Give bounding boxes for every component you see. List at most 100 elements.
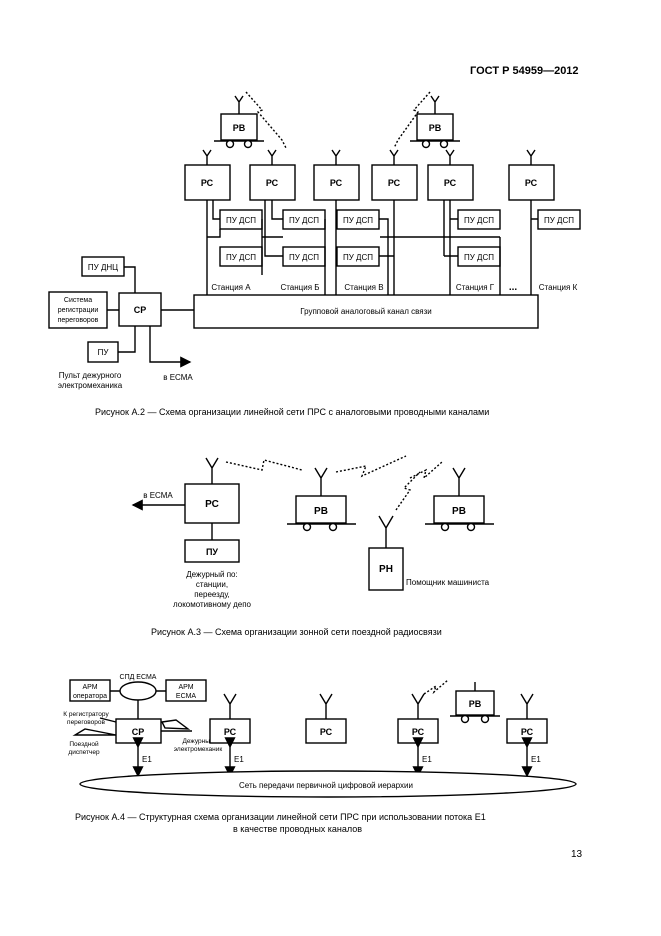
antenna-icon (445, 149, 455, 165)
svg-text:РН: РН (379, 564, 393, 575)
svg-text:оператора: оператора (73, 693, 107, 700)
svg-text:ПУ ДСП: ПУ ДСП (544, 216, 574, 225)
reg-system-box (48, 291, 108, 329)
svg-text:переговоров: переговоров (58, 317, 99, 324)
svg-text:Пульт дежурного: Пульт дежурного (59, 371, 122, 380)
svg-text:ПУ ДСП: ПУ ДСП (343, 216, 373, 225)
page-number: 13 (571, 849, 583, 860)
pc-box-5: РС (427, 149, 474, 201)
antenna-icon (520, 693, 534, 719)
antenna-icon (202, 149, 212, 165)
svg-text:Помощник машиниста: Помощник машиниста (406, 578, 490, 587)
antenna-icon (389, 149, 399, 165)
svg-text:станции,: станции, (196, 580, 228, 589)
svg-text:в ЕСМА: в ЕСМА (143, 491, 173, 500)
antenna-icon (411, 693, 425, 719)
antenna-icon (223, 693, 237, 719)
spd-ellipse (119, 681, 157, 701)
svg-text:ПУ ДСП: ПУ ДСП (464, 253, 494, 262)
locomotive-pv: РВ (450, 682, 500, 724)
pc-box (184, 483, 240, 524)
svg-text:РС: РС (444, 178, 457, 188)
svg-text:...: ... (509, 282, 518, 293)
radio-link-zigzag (395, 471, 421, 511)
pc-box-4: РС (506, 693, 548, 744)
svg-text:Е1: Е1 (234, 755, 244, 764)
svg-text:ПУ ДСП: ПУ ДСП (343, 253, 373, 262)
svg-text:РВ: РВ (469, 699, 482, 709)
network-ellipse (79, 770, 577, 798)
svg-text:переезду,: переезду, (194, 590, 230, 599)
svg-text:ПУ ДСП: ПУ ДСП (289, 253, 319, 262)
caption-a4-line2: в качестве проводных каналов (233, 824, 363, 834)
svg-text:ПУ ДСП: ПУ ДСП (289, 216, 319, 225)
svg-text:РВ: РВ (314, 506, 328, 517)
pc-box-3: РС (397, 693, 439, 744)
caption-a4-line1: Рисунок А.4 — Структурная схема организа… (75, 812, 486, 822)
svg-text:РС: РС (388, 178, 401, 188)
radio-link-zigzag (245, 91, 287, 149)
svg-text:Е1: Е1 (142, 755, 152, 764)
svg-text:РС: РС (205, 499, 219, 510)
svg-text:электромеханик: электромеханик (174, 746, 223, 753)
pv-label: РВ (233, 123, 246, 133)
svg-text:Система: Система (64, 297, 92, 304)
svg-text:ПУ ДСП: ПУ ДСП (226, 216, 256, 225)
svg-text:переговоров: переговоров (67, 719, 105, 726)
svg-text:РС: РС (201, 178, 214, 188)
svg-text:Дежурный: Дежурный (182, 737, 213, 745)
pc-box-2: РС (305, 693, 347, 744)
svg-text:ПУ ДСП: ПУ ДСП (464, 216, 494, 225)
svg-text:АРМ: АРМ (82, 684, 97, 691)
antenna-icon (452, 467, 466, 496)
svg-text:СР: СР (132, 727, 145, 737)
locomotive-pv-left: РВ (287, 467, 356, 532)
network-label: Сеть передачи первичной цифровой иерархи… (239, 781, 413, 790)
svg-text:ПУ: ПУ (206, 547, 218, 557)
radio-link-zigzag (409, 461, 443, 481)
svg-text:Станция К: Станция К (539, 283, 578, 292)
pc-box-1: РС (184, 149, 231, 201)
svg-text:в ЕСМА: в ЕСМА (163, 373, 193, 382)
locomotive-pv-left: РВ (214, 95, 264, 149)
svg-text:электромеханика: электромеханика (58, 381, 123, 390)
svg-text:РС: РС (525, 178, 538, 188)
svg-text:ПУ ДНЦ: ПУ ДНЦ (88, 263, 118, 272)
svg-text:К регистратору: К регистратору (63, 711, 109, 718)
svg-text:локомотивному депо: локомотивному депо (173, 600, 252, 609)
svg-text:Дежурный по:: Дежурный по: (186, 570, 237, 579)
antenna-icon (267, 149, 277, 165)
svg-text:регистрации: регистрации (58, 307, 99, 314)
pu-box (184, 539, 240, 563)
svg-text:диспетчер: диспетчер (68, 749, 100, 756)
locomotive-pv-right: РВ (425, 467, 494, 532)
antenna-icon (526, 149, 536, 165)
svg-text:ЕСМА: ЕСМА (176, 693, 196, 700)
pc-box-4: РС (371, 149, 418, 201)
svg-text:РС: РС (266, 178, 279, 188)
svg-text:Станция В: Станция В (344, 283, 383, 292)
pc-box-1: РС (209, 693, 251, 744)
radio-link-zigzag (225, 459, 303, 471)
group-channel-label: Групповой аналоговый канал связи (300, 307, 432, 316)
arrow-to-esma (149, 326, 192, 368)
station-labels: Станция А Станция Б Станция В Станция Г … (211, 282, 577, 293)
antenna-icon (314, 467, 328, 496)
svg-text:РС: РС (330, 178, 343, 188)
svg-text:РС: РС (224, 727, 237, 737)
svg-text:АРМ: АРМ (178, 684, 193, 691)
antenna-icon (378, 515, 394, 548)
pv-label: РВ (429, 123, 442, 133)
svg-text:СПД ЕСМА: СПД ЕСМА (120, 674, 157, 681)
figure-a4: СПД ЕСМА АРМ оператора АРМ ЕСМА СР К рег… (63, 674, 577, 798)
svg-text:Е1: Е1 (531, 755, 541, 764)
svg-text:ПУ: ПУ (98, 348, 110, 357)
svg-text:Е1: Е1 (422, 755, 432, 764)
locomotive-pv-right: РВ (410, 95, 460, 149)
svg-text:Станция А: Станция А (211, 283, 251, 292)
caption-a3: Рисунок А.3 — Схема организации зонной с… (151, 627, 442, 637)
figure-a3: РС в ЕСМА ПУ Дежурный по: станции, перее… (131, 455, 494, 609)
pc-box-2: РС (249, 149, 296, 201)
antenna-icon (430, 95, 440, 114)
pu-dsp-boxes: ПУ ДСП ПУ ДСП ПУ ДСП ПУ ДСП ПУ ДСП ПУ ДС… (219, 209, 581, 267)
